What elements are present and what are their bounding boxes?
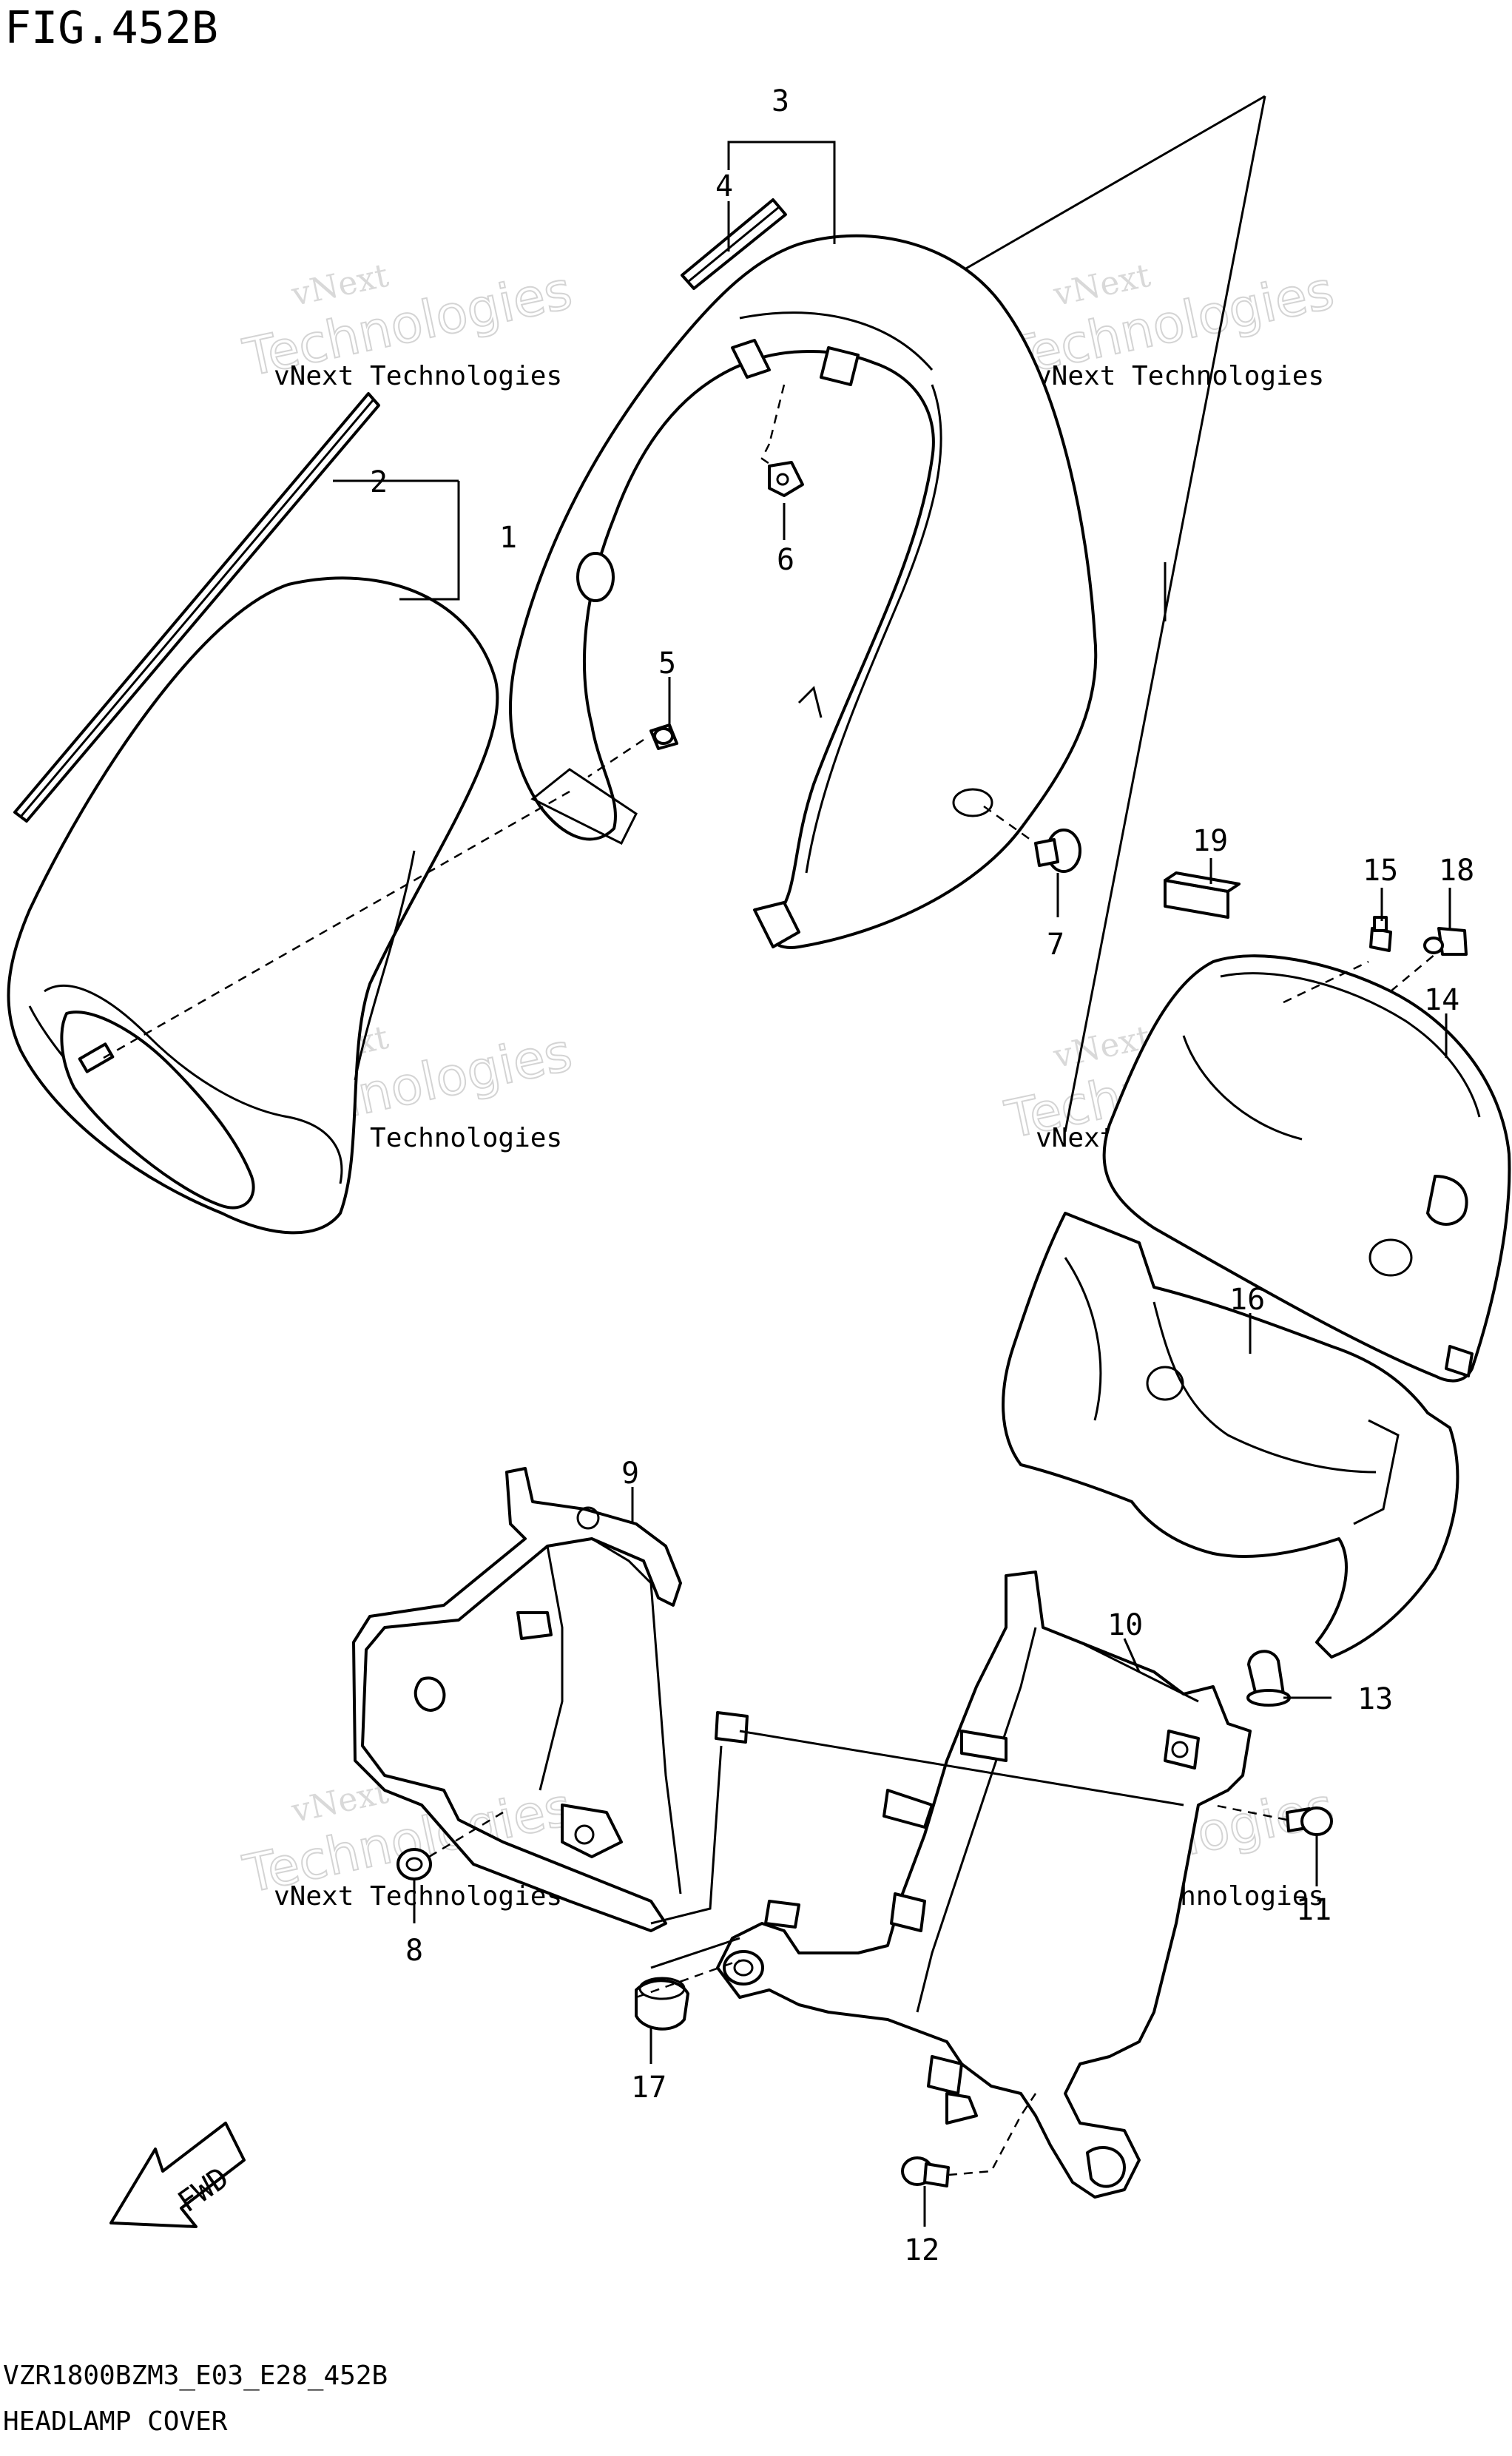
- callout-18: 18: [1439, 854, 1474, 888]
- callout-9: 9: [621, 1457, 639, 1491]
- callout-14: 14: [1424, 983, 1459, 1017]
- callout-1: 1: [499, 521, 517, 555]
- nut-part-18: [1423, 927, 1468, 956]
- front-cowl-part-3: [509, 234, 1098, 949]
- molding-strip-part-2: [13, 392, 380, 823]
- figure-name: HEADLAMP COVER: [3, 2406, 228, 2437]
- callout-3: 3: [772, 84, 789, 118]
- push-rivet-part-7: [1034, 829, 1081, 873]
- watermark-text-1: vNext Technologies: [274, 361, 562, 391]
- callout-6: 6: [777, 543, 794, 577]
- figure-title: FIG.452B: [4, 2, 218, 54]
- inner-panel-part-16: [1002, 1212, 1459, 1659]
- callout-11: 11: [1296, 1893, 1332, 1927]
- dashed-assembly-lines: [103, 384, 1436, 2176]
- inner-cover-part-14: [1102, 954, 1511, 1383]
- outer-headlamp-cover-part-1: [7, 576, 499, 1235]
- bolt-part-12: [901, 2156, 950, 2187]
- strip-part-4: [681, 198, 787, 290]
- callout-10: 10: [1107, 1608, 1143, 1642]
- clip-part-6: [768, 461, 804, 497]
- callout-19: 19: [1192, 824, 1228, 858]
- callout-13: 13: [1357, 1682, 1393, 1716]
- watermark-text-2: vNext Technologies: [1036, 361, 1324, 391]
- callout-8: 8: [405, 1934, 423, 1968]
- left-bracket-part-9: [352, 1467, 749, 1932]
- pad-part-19: [1164, 871, 1241, 919]
- callout-16: 16: [1229, 1283, 1265, 1317]
- main-bracket-part-10: [716, 1571, 1252, 2199]
- callout-4: 4: [715, 169, 733, 203]
- figure-code: VZR1800BZM3_E03_E28_452B: [3, 2361, 388, 2391]
- callout-17: 17: [631, 2071, 666, 2105]
- callout-2: 2: [370, 465, 388, 499]
- callout-7: 7: [1047, 928, 1064, 962]
- grommet-part-8: [396, 1848, 432, 1880]
- rubber-mount-part-13: [1246, 1650, 1291, 1707]
- callout-labels: 1 2 3 4 5 6 7 8 9 10 11 12 13 14 15 16 1…: [370, 84, 1474, 2267]
- screw-part-15: [1369, 916, 1392, 952]
- callout-15: 15: [1363, 854, 1398, 888]
- damper-part-17: [635, 1977, 689, 2031]
- screw-part-5: [649, 723, 678, 750]
- callout-5: 5: [658, 647, 676, 681]
- watermark-text-5: vNext Technologies: [274, 1881, 562, 1912]
- leader-lines: [333, 141, 1451, 2227]
- fwd-arrow-icon: FWD: [109, 2122, 246, 2228]
- callout-12: 12: [904, 2233, 939, 2267]
- bolt-part-11: [1286, 1806, 1333, 1836]
